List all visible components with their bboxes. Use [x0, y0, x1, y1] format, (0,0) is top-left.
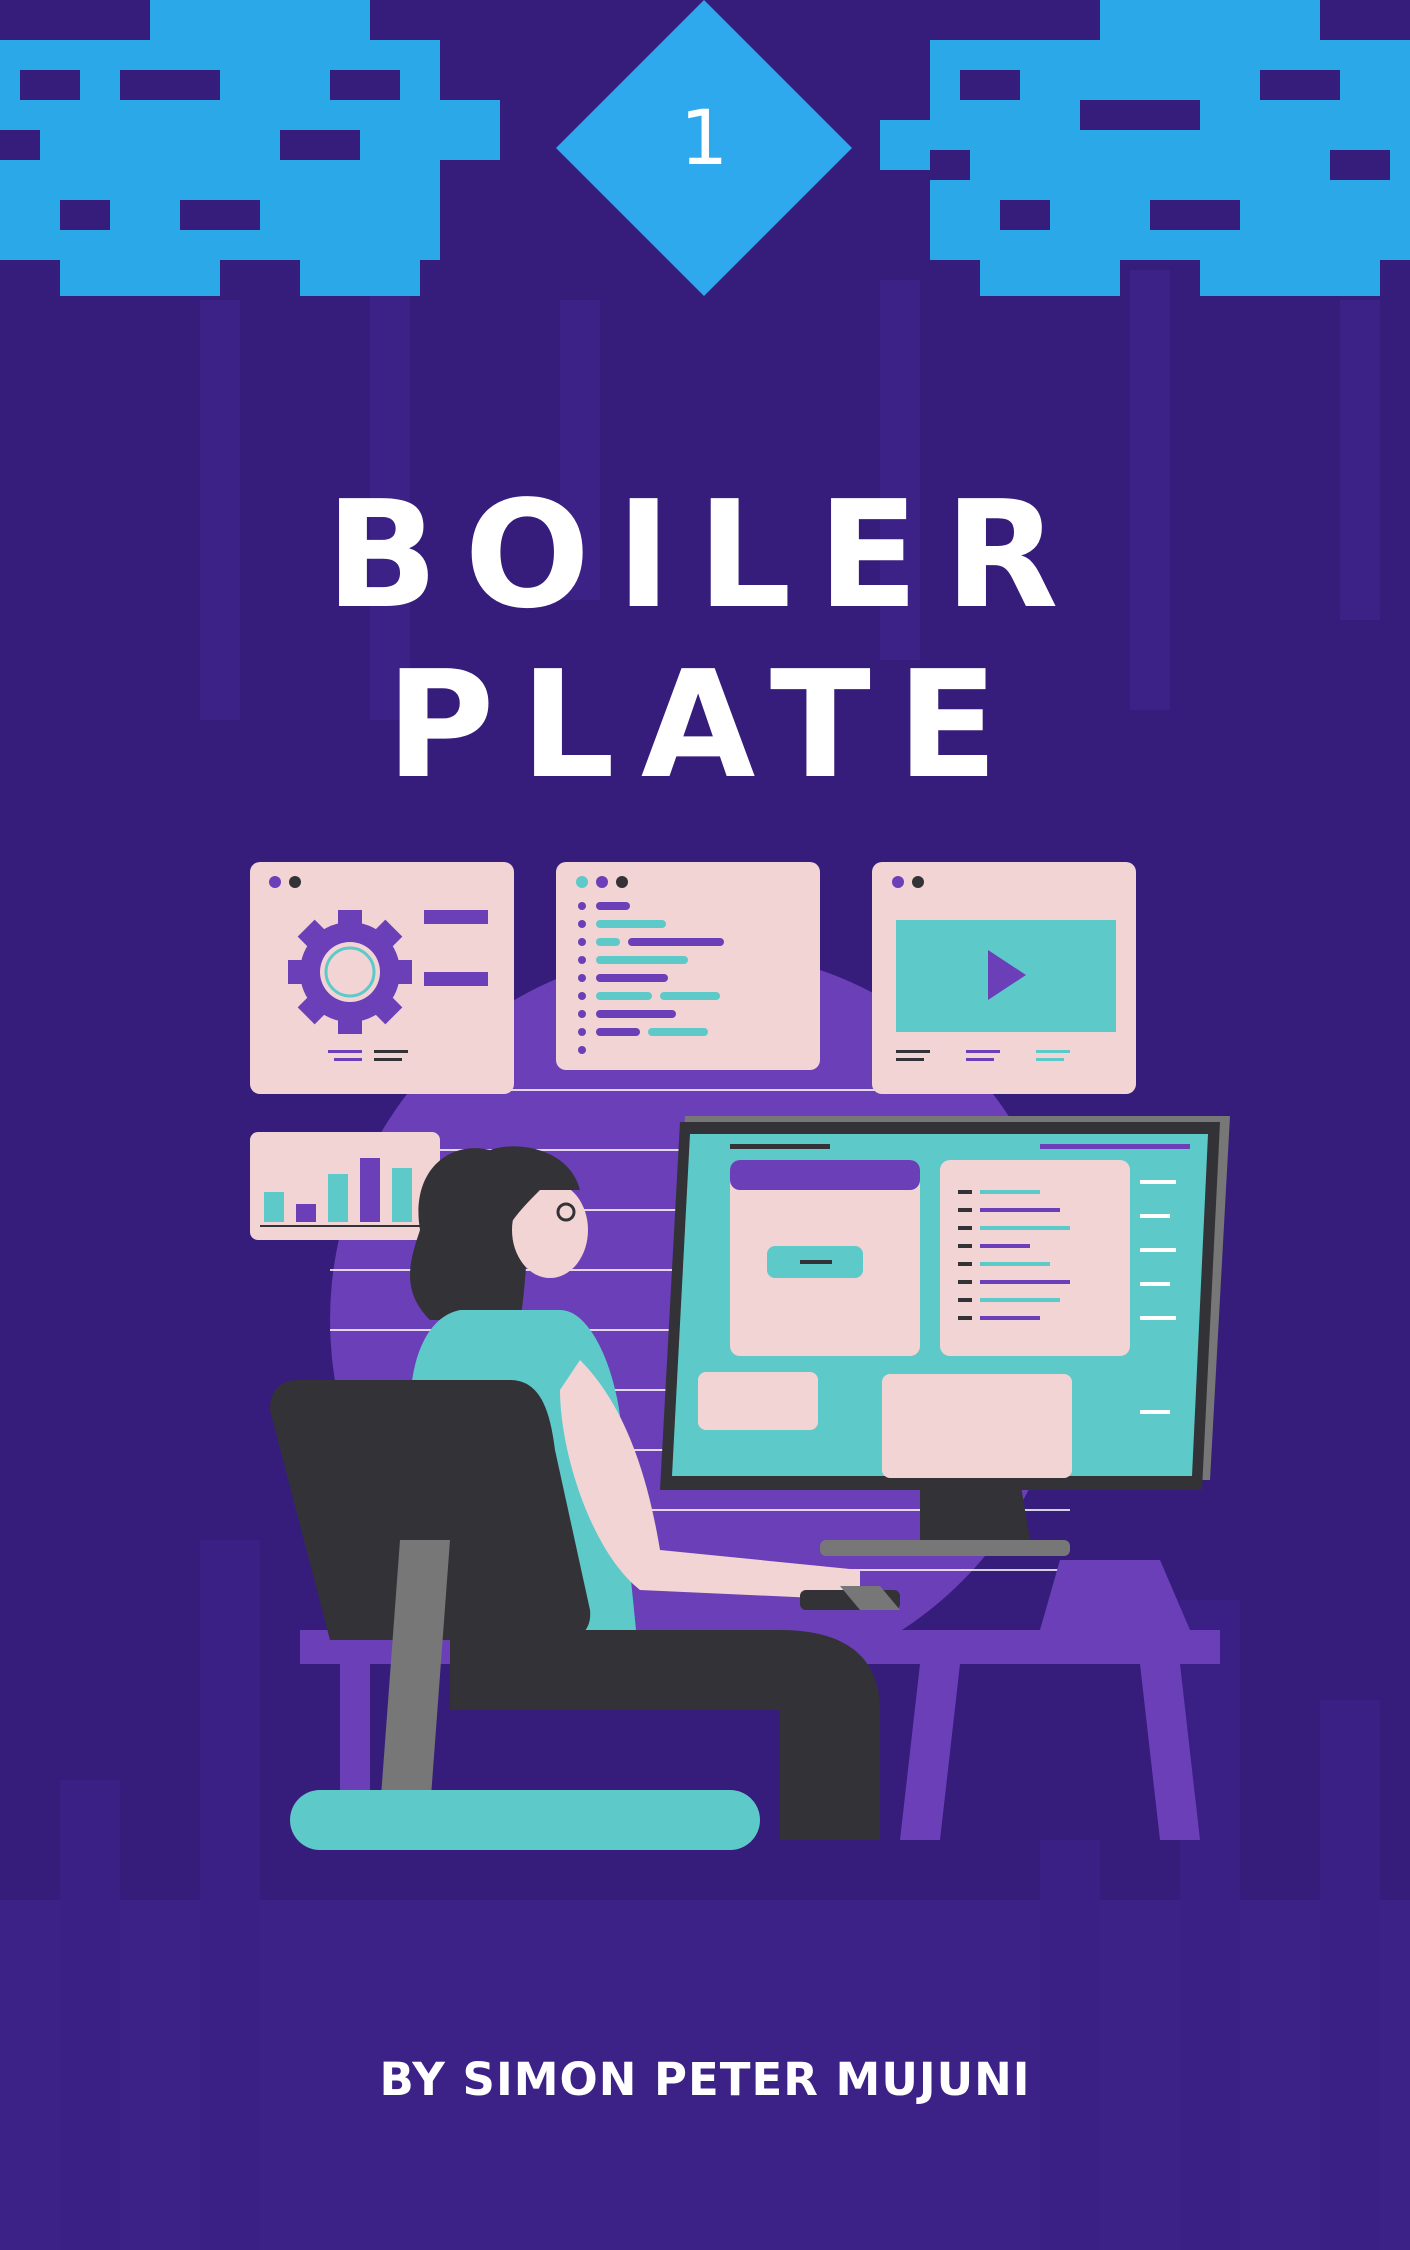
- number-badge: [556, 0, 852, 296]
- chair: [270, 1380, 760, 1850]
- play-icon: [988, 950, 1026, 1000]
- book-title: BOILER PLATE: [325, 469, 1085, 811]
- video-panel: [872, 862, 1136, 1094]
- author-byline: BY SIMON PETER MUJUNI: [379, 2053, 1031, 2106]
- settings-panel: [250, 862, 514, 1094]
- code-panel: [556, 862, 820, 1070]
- gear-icon: [288, 910, 412, 1034]
- volume-number: 1: [679, 93, 729, 182]
- monitor: [660, 1116, 1230, 1556]
- developer-illustration: [250, 862, 1230, 1850]
- bar-chart-icon: [250, 1132, 440, 1240]
